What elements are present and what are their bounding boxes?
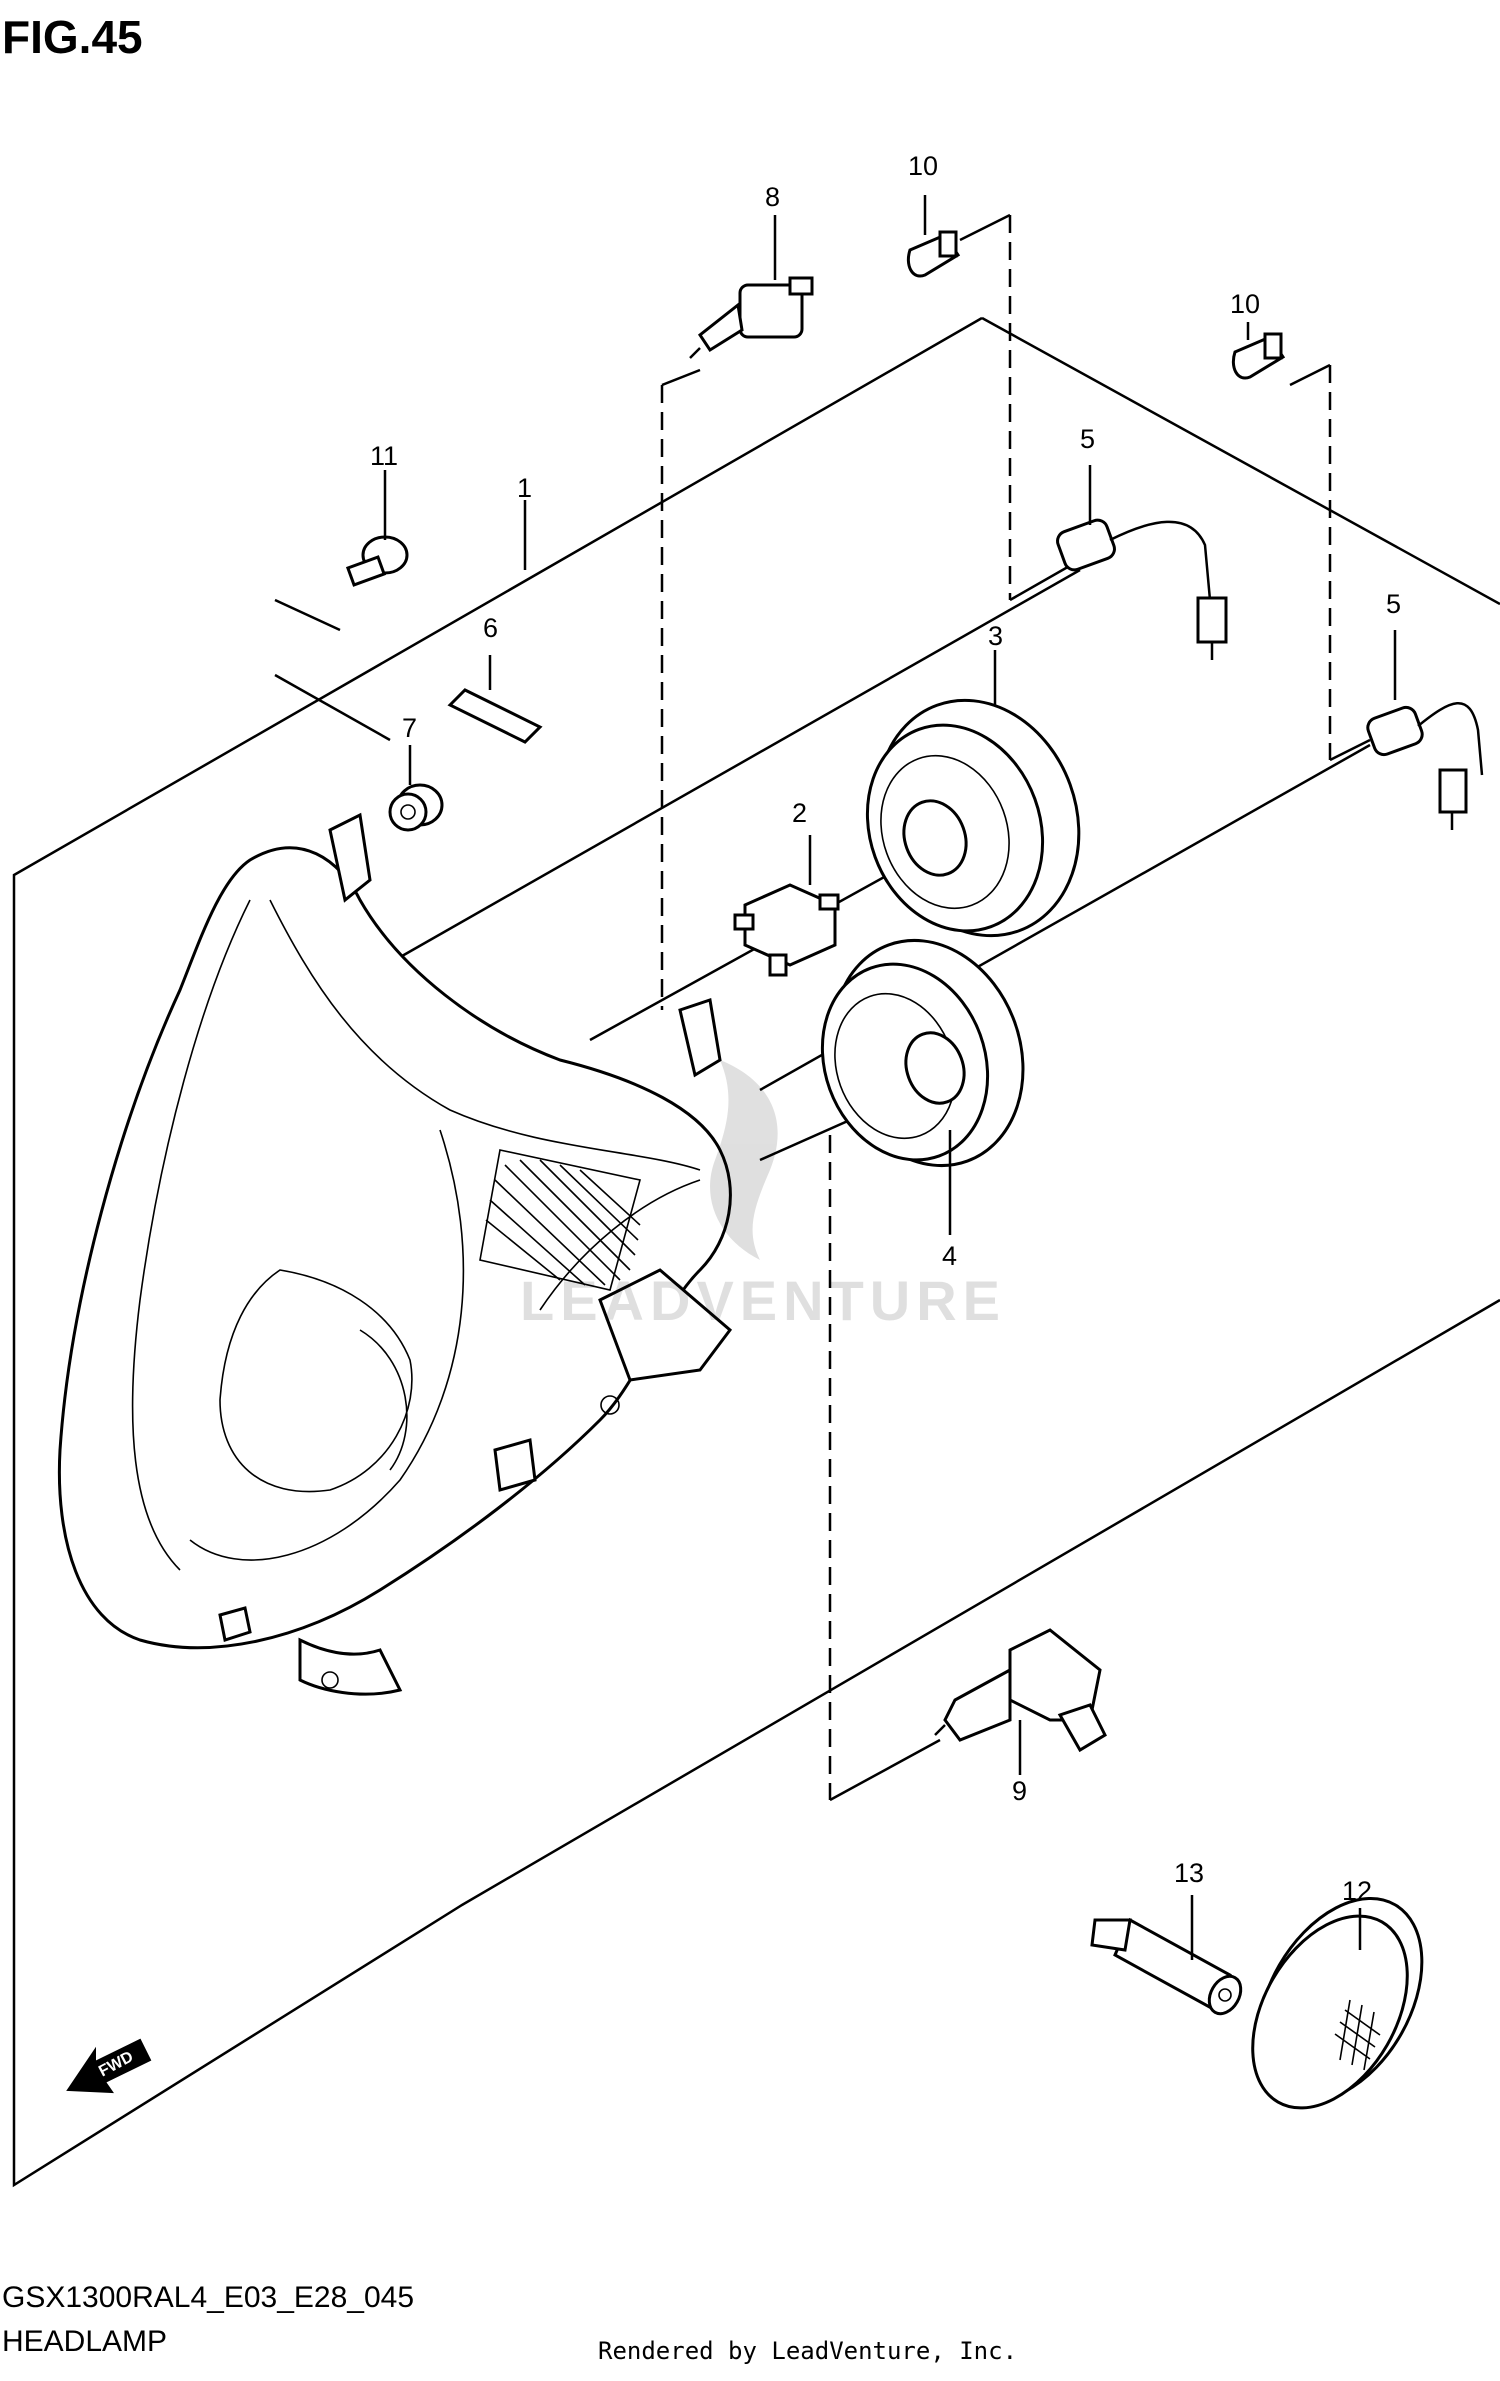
callout-4[interactable]: 4 [942,1241,957,1271]
callout-12[interactable]: 12 [1342,1876,1372,1906]
callout-labels: 1 2 3 4 5 5 6 7 8 9 10 10 11 12 13 [370,151,1401,1906]
assembly-outline-box [12,316,1500,2188]
callout-5-upper[interactable]: 5 [1080,424,1095,454]
adjuster-bolt[interactable] [1090,1917,1247,2019]
position-bulb-lower[interactable] [1231,332,1286,380]
label[interactable] [447,688,543,744]
callout-11[interactable]: 11 [370,441,398,471]
cap-high[interactable] [839,672,1111,965]
model-code: GSX1300RAL4_E03_E28_045 [2,2281,415,2314]
socket-harness-upper[interactable] [1055,517,1228,660]
watermark: LEADVENTURE [520,1060,1006,1332]
cap-low[interactable] [796,913,1054,1192]
callout-2[interactable]: 2 [792,798,807,828]
callout-7[interactable]: 7 [402,713,417,743]
watermark-text: LEADVENTURE [520,1269,1006,1332]
socket-harness-lower[interactable] [1365,702,1484,830]
callout-10-upper[interactable]: 10 [908,151,938,181]
position-bulb-upper[interactable] [906,230,961,278]
figure-title: FIG.45 [2,11,143,63]
screw[interactable] [345,535,409,587]
section-name: HEADLAMP [2,2325,168,2358]
callout-13[interactable]: 13 [1174,1858,1204,1888]
grommet[interactable] [388,783,444,832]
bulb-h9[interactable] [934,1628,1107,1753]
callout-1[interactable]: 1 [517,473,532,503]
callout-5-lower[interactable]: 5 [1386,589,1401,619]
cap[interactable] [1221,1870,1456,2135]
callout-3[interactable]: 3 [988,621,1003,651]
callout-9[interactable]: 9 [1012,1776,1027,1806]
callout-10-lower[interactable]: 10 [1230,289,1260,319]
callout-6[interactable]: 6 [483,613,498,643]
headlamp-assembly[interactable] [57,812,733,1696]
callout-leaders [383,195,1397,1960]
bulb-h4[interactable] [689,276,814,359]
rendered-by-credit: Rendered by LeadVenture, Inc. [598,2337,1018,2365]
fwd-arrow-icon: FWD [66,2038,152,2094]
socket[interactable] [733,883,840,977]
callout-8[interactable]: 8 [765,182,780,212]
